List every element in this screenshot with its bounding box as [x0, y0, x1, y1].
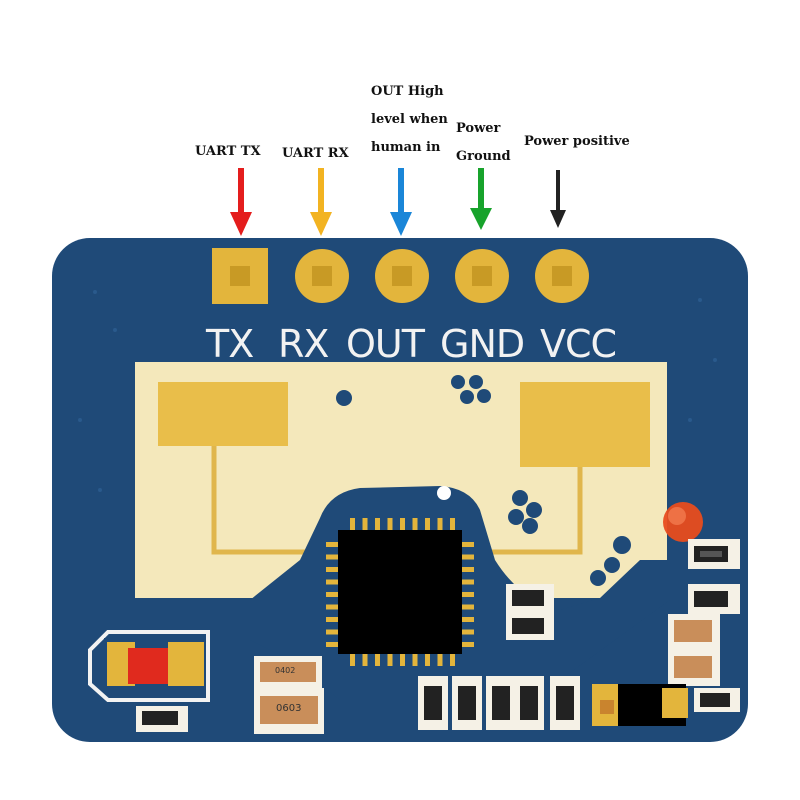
annotation-uart-tx: UART TX [195, 138, 261, 166]
ic-pin [362, 654, 368, 666]
pin-label-tx: TX [206, 322, 254, 366]
pad-out [375, 249, 429, 303]
ic-pin [326, 642, 338, 647]
ic-pin [462, 579, 474, 585]
ic-pin [387, 654, 393, 666]
ic-pin [462, 604, 474, 610]
ic-pin [326, 629, 338, 635]
ic-pin [450, 654, 455, 666]
ic-pin [437, 518, 443, 530]
led-highlight [668, 507, 686, 525]
annotation-line: Power positive [524, 134, 630, 149]
ic-pin [462, 554, 474, 560]
ic-pin [326, 579, 338, 585]
arrow-gnd [470, 168, 492, 230]
ic-pin [326, 542, 338, 547]
ic-pin [375, 654, 380, 666]
annotation-line: UART RX [282, 146, 349, 161]
pin-label-out: OUT [346, 322, 425, 366]
pin-label-vcc: VCC [540, 322, 617, 366]
arrow-rx [310, 168, 332, 236]
ic-pin [462, 592, 474, 597]
annotation-line: level when [371, 112, 448, 127]
bottom-left-components [88, 630, 210, 732]
arrow-vcc-icon [550, 170, 566, 228]
bottom-resistor-array [418, 676, 580, 730]
ic-pin [350, 654, 355, 666]
annotation-vcc: Power positive [524, 128, 630, 156]
pad-tx [212, 248, 268, 304]
ic-pin [400, 518, 405, 530]
annotation-line: Ground [456, 149, 511, 164]
pin1-marker [437, 486, 451, 500]
annotation-line: UART TX [195, 144, 261, 159]
arrow-tx-icon [230, 168, 252, 236]
ic-pins [326, 518, 474, 666]
ic-pin [387, 518, 393, 530]
ic-pin [462, 642, 474, 647]
cap-0603-label: 0603 [276, 703, 302, 714]
ic-pin [412, 518, 418, 530]
arrow-out-icon [390, 168, 412, 236]
arrow-rx-icon [310, 168, 332, 236]
annotation-out: OUT High level when human in [371, 78, 448, 162]
ic-pin [326, 554, 338, 560]
ic-pin [362, 518, 368, 530]
bottom-right-components [592, 684, 740, 726]
cap-0402-label: 0402 [275, 666, 296, 675]
ic-pin [326, 617, 338, 622]
antenna-trace-right [470, 467, 583, 555]
antenna-pad-right [520, 382, 650, 467]
annotation-gnd: Power Ground [456, 115, 511, 171]
header-pads [212, 248, 589, 304]
ic-pin [326, 567, 338, 572]
pad-rx [295, 249, 349, 303]
ic-pin [412, 654, 418, 666]
arrow-out [390, 168, 412, 236]
annotation-line: OUT High [371, 84, 444, 99]
arrow-gnd-icon [470, 168, 492, 230]
annotation-line: Power [456, 121, 501, 136]
ic-pin [350, 518, 355, 530]
annotation-uart-rx: UART RX [282, 140, 349, 168]
ic-pin [462, 617, 474, 622]
antenna-vias [336, 375, 631, 586]
antenna-pad-left [158, 382, 288, 446]
ic-pin [425, 518, 430, 530]
ic-pin [425, 654, 430, 666]
pad-vcc [535, 249, 589, 303]
ic-pin [462, 629, 474, 635]
arrow-vcc [550, 170, 566, 228]
pad-gnd [455, 249, 509, 303]
ic-pin [375, 518, 380, 530]
middle-resistors [506, 584, 554, 640]
pin-label-gnd: GND [440, 322, 525, 366]
arrow-tx [230, 168, 252, 236]
annotation-line: human in [371, 140, 441, 155]
capacitor-group [254, 656, 324, 734]
ic-pin [462, 567, 474, 572]
ic-pin [326, 604, 338, 610]
ic-pin [437, 654, 443, 666]
ic-pin [450, 518, 455, 530]
ic-pin [462, 542, 474, 547]
radar-ic [338, 530, 462, 654]
ic-pin [326, 592, 338, 597]
ic-pin [400, 654, 405, 666]
pin-label-rx: RX [278, 322, 329, 366]
right-components [668, 539, 740, 686]
antenna-trace-left [211, 446, 330, 555]
